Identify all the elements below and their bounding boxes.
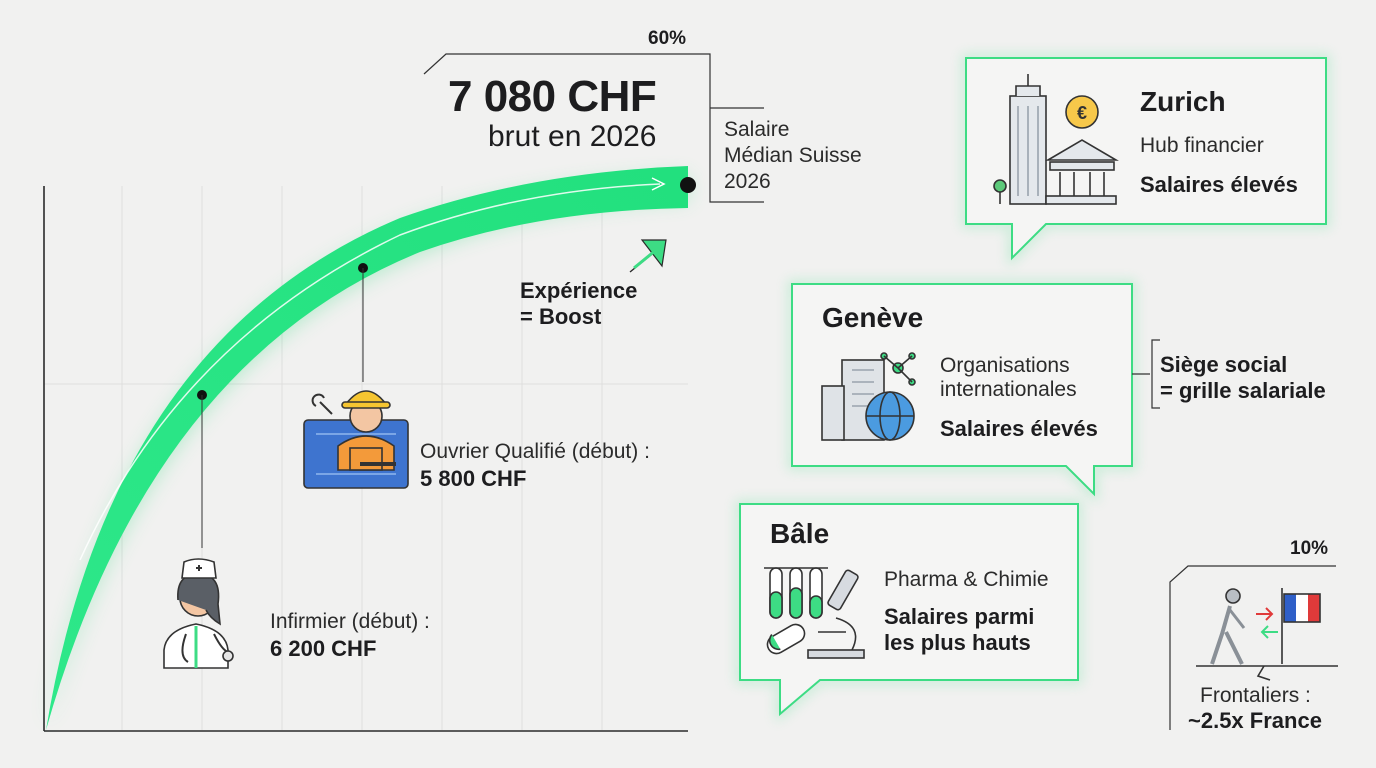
experience-line2: = Boost bbox=[520, 304, 602, 329]
chart-axes bbox=[43, 186, 688, 732]
median-label-line3: 2026 bbox=[724, 170, 771, 193]
siege-line2: = grille salariale bbox=[1160, 378, 1326, 403]
building-bank-euro-icon: € bbox=[993, 74, 1119, 205]
median-point bbox=[680, 177, 696, 193]
lab-microscope-icon bbox=[764, 567, 865, 659]
geneve-line3: Salaires élevés bbox=[940, 416, 1098, 441]
geneve-card-shape bbox=[788, 280, 1136, 504]
bale-card-shape bbox=[736, 500, 1082, 723]
headline-percent: 60% bbox=[648, 28, 687, 49]
geneve-title: Genève bbox=[822, 302, 924, 333]
nurse-value: 6 200 CHF bbox=[270, 636, 377, 661]
median-label-line1: Salaire bbox=[724, 118, 790, 141]
experience-line1: Expérience bbox=[520, 278, 638, 303]
salary-curve bbox=[46, 166, 688, 730]
frontaliers-line1: Frontaliers : bbox=[1200, 684, 1311, 707]
nurse-label: Infirmier (début) : bbox=[270, 610, 430, 633]
geneve-line2: internationales bbox=[940, 378, 1077, 401]
worker-label: Ouvrier Qualifié (début) : bbox=[420, 440, 650, 463]
worker-icon bbox=[303, 390, 409, 489]
median-label-line2: Médian Suisse bbox=[724, 144, 862, 167]
worker-value: 5 800 CHF bbox=[420, 466, 527, 491]
geneve-line1: Organisations bbox=[940, 354, 1070, 377]
zurich-card-shape bbox=[962, 54, 1330, 268]
boost-arrow-icon bbox=[629, 239, 667, 273]
bale-line1: Pharma & Chimie bbox=[884, 568, 1049, 591]
svg-text:€: € bbox=[1077, 103, 1087, 123]
frontaliers-percent: 10% bbox=[1290, 538, 1329, 559]
frontaliers-line2: ~2.5x France bbox=[1188, 708, 1322, 733]
bale-title: Bâle bbox=[770, 518, 830, 549]
walker-flag-icon bbox=[1196, 588, 1338, 681]
zurich-title: Zurich bbox=[1140, 86, 1226, 117]
bale-line3: les plus hauts bbox=[884, 630, 1031, 655]
headline-subtitle: brut en 2026 bbox=[488, 120, 657, 153]
siege-line1: Siège social bbox=[1160, 352, 1288, 377]
headline-value: 7 080 CHF bbox=[448, 72, 657, 121]
building-globe-icon bbox=[821, 352, 916, 441]
bale-line2: Salaires parmi bbox=[884, 604, 1035, 629]
nurse-icon bbox=[163, 558, 234, 669]
zurich-line1: Hub financier bbox=[1140, 134, 1264, 157]
zurich-line2: Salaires élevés bbox=[1140, 172, 1298, 197]
